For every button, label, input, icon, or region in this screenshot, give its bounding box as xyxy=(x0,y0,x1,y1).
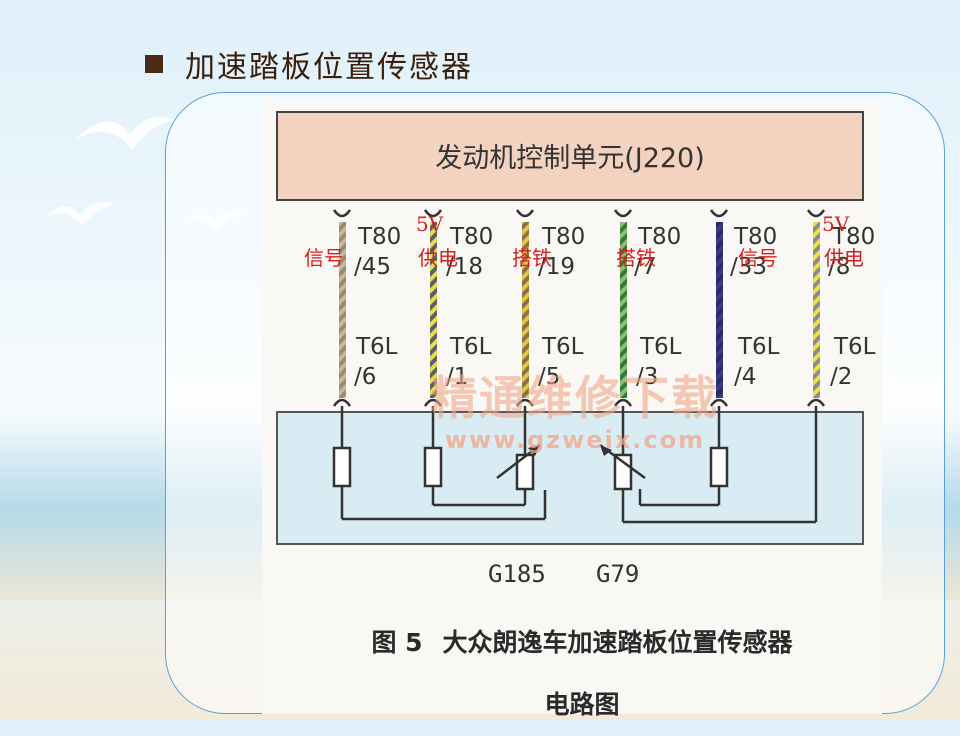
t80-pin: /8 xyxy=(828,254,850,280)
watermark-text: 精通维修下载 xyxy=(431,371,719,425)
t80-label: T80 xyxy=(637,224,681,250)
seagull-icon xyxy=(75,117,175,150)
arrow-head xyxy=(600,445,612,456)
t6l-pin: /3 xyxy=(636,364,658,390)
slide-title-text: 加速踏板位置传感器 xyxy=(185,50,473,85)
t6l-pin: /5 xyxy=(538,364,560,390)
figure-caption: 图 5 大众朗逸车加速踏板位置传感器 电路图 xyxy=(282,612,882,736)
wires xyxy=(339,222,820,398)
t6l-label: T6L xyxy=(355,334,398,360)
t80-label: T80 xyxy=(449,224,493,250)
sensor-circuit xyxy=(332,406,818,524)
t6l-label: T6L xyxy=(737,334,780,360)
t6l-pin: /2 xyxy=(830,364,852,390)
t80-pin: /45 xyxy=(354,254,391,280)
wire-2 xyxy=(430,222,437,398)
wire-5 xyxy=(716,222,723,398)
t80-pin: /19 xyxy=(538,254,575,280)
caption-title: 大众朗逸车加速踏板位置传感器 xyxy=(442,628,793,657)
sensor-label-g79: G79 xyxy=(596,560,639,588)
t6l-label: T6L xyxy=(833,334,876,360)
wire-1 xyxy=(339,222,346,398)
annotation-signal: 信号 xyxy=(738,246,778,270)
t6l-pin: /1 xyxy=(446,364,468,390)
caption-line-1: 图 5 大众朗逸车加速踏板位置传感器 xyxy=(282,612,882,674)
annotation-ground: 搭铁 xyxy=(616,246,656,270)
connector-hooks xyxy=(332,209,826,407)
slide-title: 加速踏板位置传感器 xyxy=(145,44,473,85)
annotation-voltage: 5V xyxy=(416,212,444,236)
annotation-supply: 供电 xyxy=(824,246,864,270)
caption-line-2: 电路图 xyxy=(544,690,620,719)
bullet-square xyxy=(145,55,163,73)
red-annotations: 5V 5V 信号 供电 搭铁 搭铁 信号 供电 xyxy=(304,212,864,270)
seagull-icon xyxy=(43,202,116,226)
ecu-box xyxy=(276,111,864,201)
pin-labels: T80 /45 T80 /18 T80 /19 T80 /7 T80 /33 T… xyxy=(354,224,876,390)
t6l-pin: /6 xyxy=(354,364,376,390)
annotation-supply: 供电 xyxy=(418,246,458,270)
t80-pin: /33 xyxy=(730,254,767,280)
t80-pin: /7 xyxy=(634,254,656,280)
t80-label: T80 xyxy=(541,224,585,250)
t6l-label: T6L xyxy=(639,334,682,360)
t6l-pin: /4 xyxy=(734,364,756,390)
t80-pin: /18 xyxy=(446,254,483,280)
annotation-voltage: 5V xyxy=(822,212,850,236)
t80-label: T80 xyxy=(733,224,777,250)
t6l-label: T6L xyxy=(541,334,584,360)
wire-4 xyxy=(620,222,627,398)
t80-label: T80 xyxy=(357,224,401,250)
arrow-head xyxy=(528,445,540,456)
annotation-ground: 搭铁 xyxy=(512,246,552,270)
ecu-label: 发动机控制单元(J220) xyxy=(435,143,705,174)
figure-card xyxy=(262,100,882,714)
watermark-url: www.gzweix.com xyxy=(445,426,705,454)
circuit-diagram: 发动机控制单元(J220) xyxy=(276,111,876,588)
t80-label: T80 xyxy=(831,224,875,250)
annotation-signal: 信号 xyxy=(304,246,344,270)
sensor-label-g185: G185 xyxy=(488,560,546,588)
wire-3 xyxy=(522,222,529,398)
caption-figure-number: 图 5 xyxy=(371,628,423,657)
wire-6 xyxy=(813,222,820,398)
t6l-label: T6L xyxy=(449,334,492,360)
